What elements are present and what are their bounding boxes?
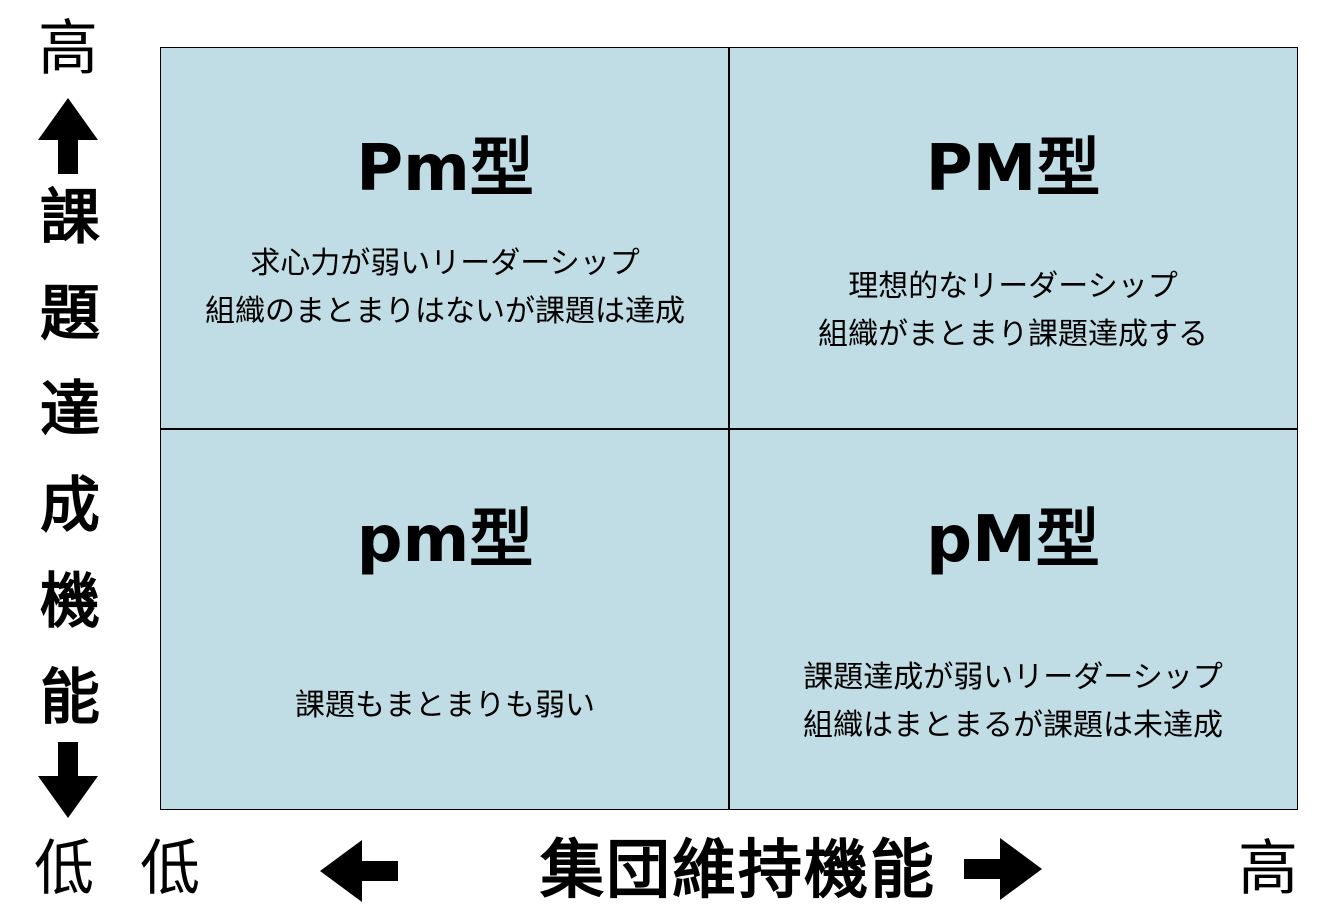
quadrant-title: Pm型 <box>356 132 534 206</box>
quadrant-bottom-left: pm型 課題もまとまりも弱い <box>161 430 729 810</box>
quadrant-title: pm型 <box>356 503 534 577</box>
quadrant-top-left: Pm型 求心力が弱いリーダーシップ 組織のまとまりはないが課題は達成 <box>161 48 729 428</box>
description-line: 組織のまとまりはないが課題は達成 <box>205 294 685 329</box>
description-line: 求心力が弱いリーダーシップ <box>250 246 640 281</box>
quadrant-bottom-right: pM型 課題達成が弱いリーダーシップ 組織はまとまるが課題は未達成 <box>729 430 1297 810</box>
quadrant-description: 理想的なリーダーシップ 組織がまとまり課題達成する <box>729 263 1297 359</box>
x-axis-high-label: 高 <box>1238 834 1298 904</box>
y-axis-label-char: 題 <box>40 279 100 349</box>
quadrant-title: pM型 <box>926 503 1100 577</box>
description-line: 理想的なリーダーシップ <box>848 269 1178 304</box>
arrow-left-icon <box>320 840 398 902</box>
description-line: 課題達成が弱いリーダーシップ <box>803 660 1223 695</box>
quadrant-description: 求心力が弱いリーダーシップ 組織のまとまりはないが課題は達成 <box>161 240 729 336</box>
description-line: 組織がまとまり課題達成する <box>818 317 1208 352</box>
quadrant-title: PM型 <box>925 132 1101 206</box>
y-axis-label-char: 達 <box>40 375 100 445</box>
y-axis-label-char: 能 <box>40 663 100 733</box>
description-line: 課題もまとまりも弱い <box>295 688 595 723</box>
y-axis-label-char: 成 <box>40 471 100 541</box>
y-axis-low-label: 低 <box>34 834 94 904</box>
horizontal-divider <box>161 428 1297 430</box>
arrow-down-icon <box>38 742 98 818</box>
arrow-right-icon <box>964 838 1042 900</box>
quadrant-description: 課題もまとまりも弱い <box>161 682 729 730</box>
y-axis-label: 課 題 達 成 機 能 <box>30 170 110 746</box>
quadrant-grid: Pm型 求心力が弱いリーダーシップ 組織のまとまりはないが課題は達成 PM型 理… <box>160 47 1298 810</box>
y-axis-label-char: 課 <box>40 183 100 253</box>
description-line: 組織はまとまるが課題は未達成 <box>803 708 1223 743</box>
quadrant-top-right: PM型 理想的なリーダーシップ 組織がまとまり課題達成する <box>729 48 1297 428</box>
x-axis-label: 集団維持機能 <box>540 834 936 908</box>
y-axis-label-char: 機 <box>40 567 100 637</box>
y-axis-high-label: 高 <box>38 14 98 84</box>
x-axis-low-label: 低 <box>140 834 200 904</box>
quadrant-description: 課題達成が弱いリーダーシップ 組織はまとまるが課題は未達成 <box>729 654 1297 750</box>
arrow-up-icon <box>38 98 98 174</box>
